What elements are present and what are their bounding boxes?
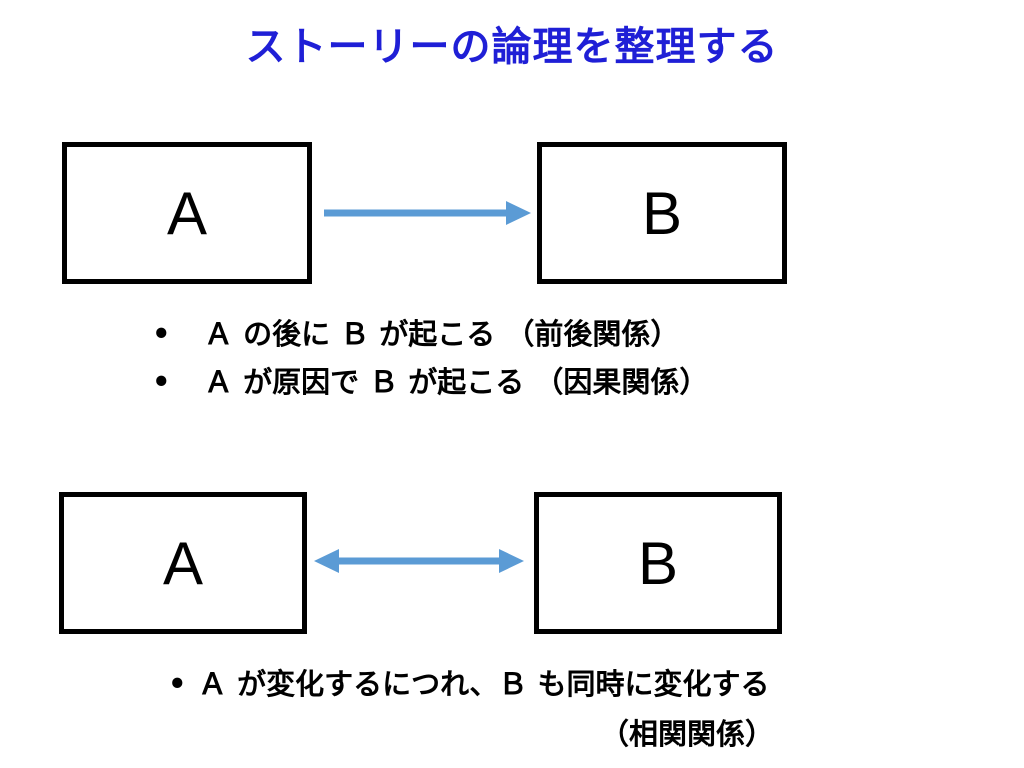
correlation-label: （相関関係） <box>600 717 775 751</box>
two-way-arrow <box>314 549 524 573</box>
list-item: •Ａ が変化するにつれ、Ｂ も同時に変化する <box>168 660 769 708</box>
box-a-top: A <box>62 142 312 284</box>
causal-bullet-list: •Ａ の後に Ｂ が起こる （前後関係） •Ａ が原因で Ｂ が起こる （因果関… <box>152 310 708 406</box>
box-a-bottom-label: A <box>162 529 204 597</box>
box-b-bottom-label: B <box>637 529 679 597</box>
box-b-bottom: B <box>534 492 782 634</box>
list-item: •Ａ が原因で Ｂ が起こる （因果関係） <box>152 358 708 406</box>
list-item: •Ａ の後に Ｂ が起こる （前後関係） <box>152 310 708 358</box>
box-a-top-label: A <box>166 179 208 247</box>
box-b-top-label: B <box>641 179 683 247</box>
box-b-top: B <box>537 142 787 284</box>
correlation-bullet-list: •Ａ が変化するにつれ、Ｂ も同時に変化する <box>168 660 769 708</box>
slide-title: ストーリーの論理を整理する <box>245 24 779 70</box>
bullet-dot: • <box>152 317 171 351</box>
box-a-bottom: A <box>59 492 307 634</box>
one-way-arrow <box>324 201 531 225</box>
bullet-dot: • <box>152 365 171 399</box>
bullet-dot: • <box>168 667 187 701</box>
